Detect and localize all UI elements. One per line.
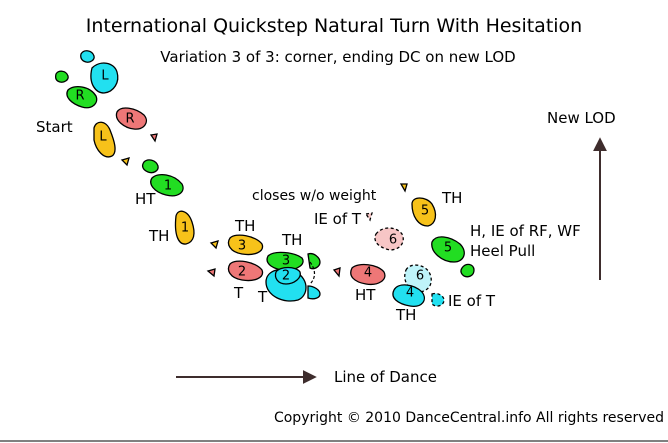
man-step-6: 6	[364, 212, 404, 251]
man-left-foot-start: L	[93, 121, 130, 167]
woman-step-4: 4	[332, 263, 386, 286]
label-ht: HT	[135, 190, 156, 208]
swivel-arrow	[309, 261, 316, 285]
man-step-2: 2	[265, 266, 321, 302]
man-step-5-orange: 5	[399, 183, 437, 227]
label-heel-ie-rf-wf: H, IE of RF, WF	[470, 222, 581, 240]
foot-label: R	[75, 89, 84, 104]
label-line-of-dance: Line of Dance	[334, 368, 437, 386]
label-th: TH	[395, 306, 416, 324]
foot-label: 4	[406, 286, 414, 301]
woman-step-5: 5	[431, 236, 475, 278]
foot-label: 1	[164, 179, 172, 194]
label-heel-pull: Heel Pull	[470, 242, 535, 260]
foot-label: 5	[421, 204, 429, 219]
man-step-1: 1	[141, 159, 184, 197]
label-t: T	[257, 288, 268, 306]
copyright-notice: Copyright © 2010 DanceCentral.info All r…	[274, 410, 664, 426]
label-ie-of-t: IE of T	[448, 292, 496, 310]
man-step-3: 3	[266, 251, 321, 271]
label-th: TH	[234, 217, 255, 235]
label-closes-without-weight: closes w/o weight	[252, 188, 377, 204]
foot-label: R	[125, 112, 134, 127]
foot-label: 2	[282, 269, 290, 284]
man-step-4: 4	[392, 284, 445, 307]
foot-label: 1	[181, 221, 189, 236]
label-t: T	[233, 284, 244, 302]
foot-label: 3	[282, 254, 290, 269]
foot-label: 2	[238, 265, 246, 280]
foot-label: 6	[416, 269, 424, 284]
woman-step-2: 2	[206, 260, 264, 282]
label-th: TH	[281, 231, 302, 249]
foot-label: 5	[444, 241, 452, 256]
man-right-foot-start: R	[54, 70, 98, 109]
foot-label: 6	[389, 233, 397, 248]
page-title: International Quickstep Natural Turn Wit…	[86, 15, 582, 37]
woman-left-foot-start: L	[80, 50, 119, 94]
label-start: Start	[36, 118, 73, 136]
label-ie-of-t: IE of T	[314, 210, 362, 228]
woman-step-1: 1	[174, 210, 219, 250]
label-new-lod: New LOD	[547, 109, 616, 127]
label-th: TH	[148, 227, 169, 245]
foot-label: 4	[364, 266, 372, 281]
label-ht: HT	[355, 286, 376, 304]
label-th: TH	[441, 189, 462, 207]
woman-step-3: 3	[227, 234, 264, 256]
foot-label: L	[101, 69, 109, 84]
woman-right-foot-start: R	[115, 107, 158, 143]
page-subtitle: Variation 3 of 3: corner, ending DC on n…	[160, 48, 515, 66]
foot-label: L	[99, 130, 107, 145]
foot-label: 3	[238, 239, 246, 254]
